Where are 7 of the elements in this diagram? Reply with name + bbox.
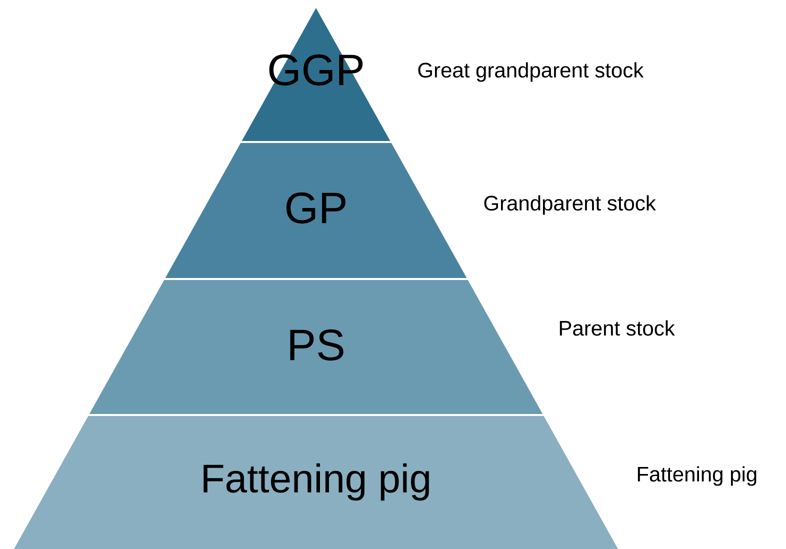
band-caption: Parent stock: [560, 320, 675, 336]
pyramid-band: PS: [89, 280, 543, 414]
pyramid-band: Fattening pig: [14, 416, 618, 549]
band-caption: Grandparent stock: [484, 195, 656, 215]
pyramid-band: GP: [165, 143, 467, 278]
band-caption: Great grandparent stock: [418, 62, 644, 82]
band-caption: Fattening pig: [638, 466, 756, 486]
